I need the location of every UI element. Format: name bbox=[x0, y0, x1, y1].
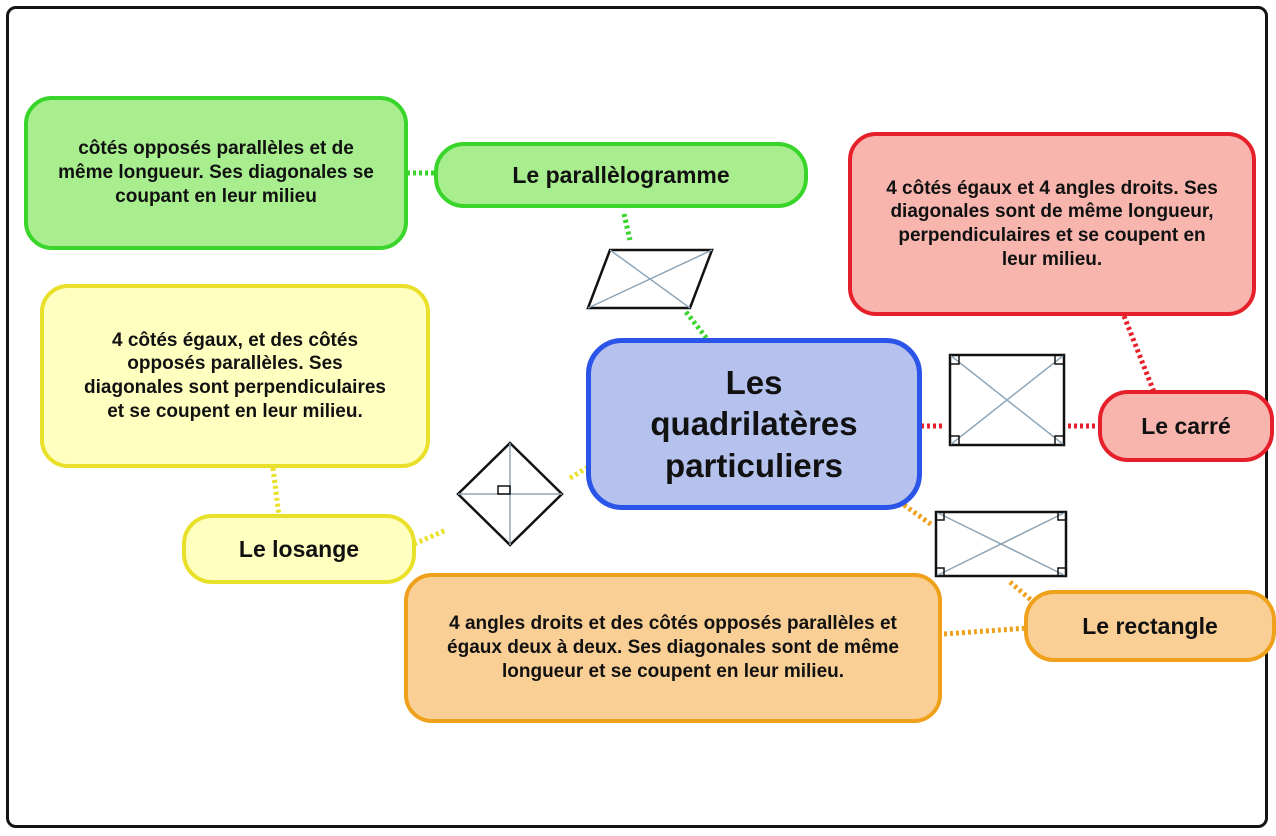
rhombus-figure bbox=[456, 441, 564, 547]
rectangle-description-text: 4 angles droits et des côtés opposés par… bbox=[447, 613, 899, 682]
square-label-text: Le carré bbox=[1141, 412, 1231, 439]
square-label: Le carré bbox=[1098, 390, 1274, 462]
connector-parallelogram-shape bbox=[621, 213, 633, 241]
parallelogram-description-text: côtés opposés parallèles et de même long… bbox=[58, 138, 374, 207]
square-description: 4 côtés égaux et 4 angles droits. Ses di… bbox=[848, 132, 1256, 316]
parallelogram-label-text: Le parallèlogramme bbox=[512, 161, 730, 188]
connector-rectangle-desc bbox=[943, 625, 1029, 637]
connector-parallelogram-center bbox=[684, 310, 710, 342]
rectangle-label: Le rectangle bbox=[1024, 590, 1276, 662]
parallelogram-label: Le parallèlogramme bbox=[434, 142, 808, 208]
square-description-text: 4 côtés égaux et 4 angles droits. Ses di… bbox=[886, 177, 1218, 270]
center-node-text: Les quadrilatères particuliers bbox=[650, 364, 858, 484]
rhombus-label: Le losange bbox=[182, 514, 416, 584]
parallelogram-figure bbox=[586, 248, 714, 310]
connector-rhombus-desc bbox=[270, 467, 282, 517]
rectangle-description: 4 angles droits et des côtés opposés par… bbox=[404, 573, 942, 723]
parallelogram-description: côtés opposés parallèles et de même long… bbox=[24, 96, 408, 250]
connector-rectangle-center bbox=[902, 502, 934, 528]
square-figure bbox=[948, 353, 1066, 447]
rhombus-description-text: 4 côtés égaux, et des côtés opposés para… bbox=[84, 329, 386, 422]
rhombus-label-text: Le losange bbox=[238, 535, 360, 562]
rhombus-description: 4 côtés égaux, et des côtés opposés para… bbox=[40, 284, 430, 468]
rectangle-figure bbox=[934, 510, 1068, 578]
connector-square-desc bbox=[1121, 315, 1157, 393]
rectangle-label-text: Le rectangle bbox=[1082, 612, 1218, 639]
center-node: Les quadrilatères particuliers bbox=[586, 338, 922, 510]
connector-rhombus-shape bbox=[412, 527, 448, 547]
